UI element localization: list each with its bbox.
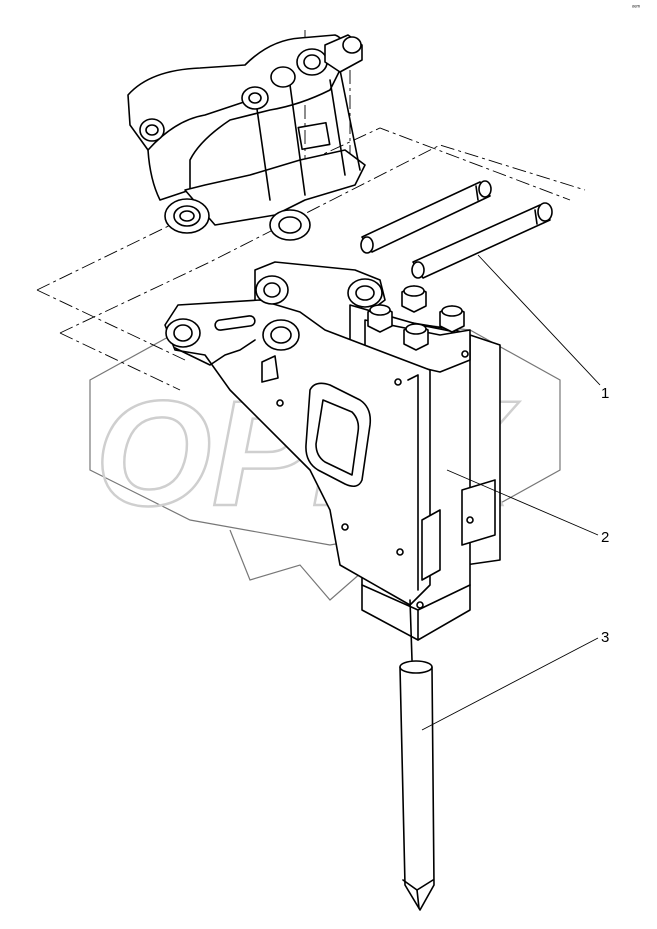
callout-2: 2 — [446, 469, 609, 546]
pin-lower — [411, 202, 553, 279]
coupler-bracket — [127, 34, 366, 241]
pin-upper — [360, 180, 492, 254]
hydraulic-fittings — [367, 285, 465, 351]
alignment-lines — [36, 30, 586, 391]
callout-label-3: 3 — [601, 629, 609, 646]
coupler-bushing-top-left — [139, 118, 165, 142]
coupler-bolt — [270, 34, 363, 88]
hammer-bushing-3 — [255, 275, 289, 305]
pins — [360, 180, 553, 279]
hammer-bushing-4 — [347, 278, 383, 308]
coupler-bushing-right — [269, 209, 311, 241]
coupler-bushing-left — [164, 198, 210, 234]
coupler-bushing-top-mid — [241, 86, 269, 110]
hammer-bushing-1 — [165, 318, 201, 348]
chisel — [399, 660, 435, 911]
callout-label-2: 2 — [601, 529, 609, 546]
hammer-bushing-2 — [262, 319, 300, 351]
callout-label-1: 1 — [601, 385, 609, 402]
callout-3: 3 — [421, 629, 609, 731]
callout-1: 1 — [477, 254, 609, 402]
hammer-body — [164, 261, 501, 661]
corner-mark: ᵒᵉᵐ — [632, 5, 640, 11]
